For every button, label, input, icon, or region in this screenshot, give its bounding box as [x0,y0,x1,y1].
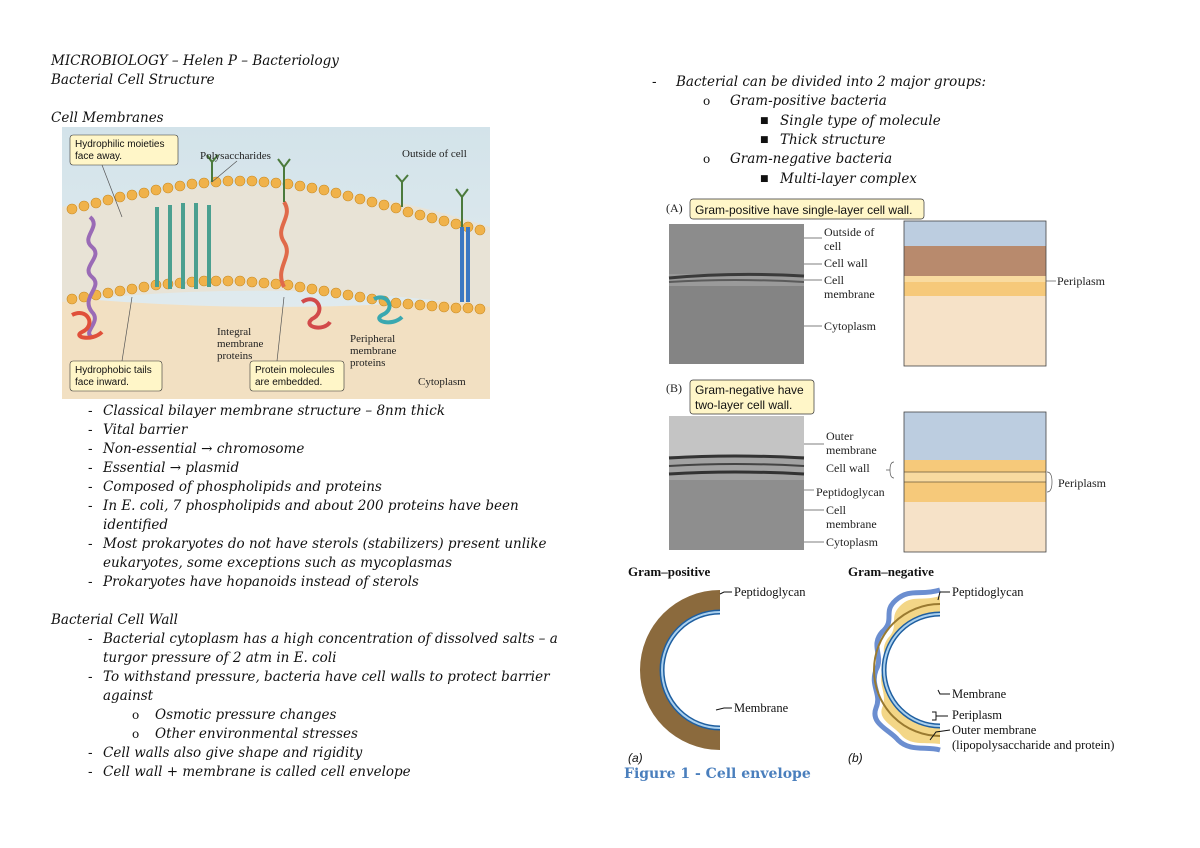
outside-of-cell-label: Outside of cell [402,148,467,160]
helix-protein-purple [86,215,98,339]
svg-text:face inward.: face inward. [75,377,129,388]
figure-a-tag: (A) [666,201,683,215]
list-item-continuation: identified [103,517,169,533]
gram-positive-wall [640,590,720,750]
svg-text:membrane: membrane [350,345,397,357]
list-item: Cell wall + membrane is called cell enve… [103,764,411,780]
gram-pos-membrane: Membrane [734,701,789,715]
svg-text:Hydrophobic tails: Hydrophobic tails [75,365,152,376]
label-peptidoglycan: Peptidoglycan [816,485,885,499]
sub-list-item: Osmotic pressure changes [155,707,337,723]
gram-negative-title: Gram–negative [848,564,934,579]
list-item-continuation: against [103,688,154,704]
label-box-hydrophobic: Hydrophobic tails face inward. [69,360,163,392]
label-cell-wall: Cell wall [826,461,870,475]
label-cell: Cell [826,503,847,517]
figure-b-gram-negative: (B) Gram-negative have two-layer cell wa… [666,379,1107,553]
panel-a-label: (a) [628,751,643,765]
list-item: Non-essential → chromosome [103,441,305,457]
cell-membrane-figure: Hydrophilic moieties face away. Polysacc… [62,127,490,399]
sub-list-item: Other environmental stresses [155,726,358,742]
hydrophilic-line-1: Hydrophilic moieties [75,139,164,150]
gram-negative-item: Gram-negative bacteria [730,151,893,167]
gram-pos-peptidoglycan: Peptidoglycan [734,585,806,599]
sub-list-item: Multi-layer complex [780,171,917,187]
list-item: In E. coli, 7 phospholipids and about 20… [103,498,519,514]
label-outer: Outer [826,429,853,443]
polysaccharides-label: Polysaccharides [200,150,271,162]
label-membrane: membrane [826,517,877,531]
peripheral-label: Peripheral membrane proteins [350,333,397,369]
label-cytoplasm: Cytoplasm [826,535,879,549]
helix-protein-blue [460,227,470,302]
gram-positive-item: Gram-positive bacteria [730,93,887,109]
figure-caption: Figure 1 - Cell envelope [624,766,811,782]
label-outer-membrane: membrane [826,443,877,457]
figure-b-tag: (B) [666,381,682,395]
list-item: Vital barrier [103,422,188,438]
panel-b-label: (b) [848,751,863,765]
list-item: Cell walls also give shape and rigidity [103,745,363,761]
list-item-continuation: eukaryotes, some exceptions such as myco… [103,555,453,571]
svg-text:Integral: Integral [217,326,251,338]
svg-text:Protein molecules: Protein molecules [255,365,334,376]
upper-heads [66,175,486,236]
figure-b-banner-2: two-layer cell wall. [695,398,792,412]
label-membrane: membrane [824,287,875,301]
figure-a-periplasm: Periplasm [1057,274,1106,288]
svg-text:membrane: membrane [217,338,264,350]
gram-neg-periplasm: Periplasm [952,708,1002,722]
label-box-hydrophilic: Hydrophilic moieties face away. [69,134,179,166]
list-item: Essential → plasmid [103,460,240,476]
gram-neg-membrane: Membrane [952,687,1007,701]
label-outside-of: Outside of [824,225,874,239]
gram-negative-outer [871,587,941,753]
svg-text:Peripheral: Peripheral [350,333,395,345]
figure-b-banner-1: Gram-negative have [695,383,804,397]
svg-text:proteins: proteins [350,357,385,369]
list-item-continuation: turgor pressure of 2 atm in E. coli [103,650,337,666]
gram-positive-title: Gram–positive [628,564,711,579]
list-item: To withstand pressure, bacteria have cel… [103,669,550,685]
hydrophilic-line-2: face away. [75,151,122,162]
sub-list-item: Single type of molecule [780,113,941,129]
list-item: Bacterial cytoplasm has a high concentra… [103,631,558,647]
figure-a-gram-positive: (A) Gram-positive have single-layer cell… [666,198,1106,367]
integral-label: Integral membrane proteins [217,326,264,362]
gram-neg-lps: (lipopolysaccharide and protein) [952,738,1114,752]
list-item: Classical bilayer membrane structure – 8… [103,403,445,419]
label-cell: cell [824,239,842,253]
gram-neg-outer-membrane: Outer membrane [952,723,1037,737]
helix-protein-teal [155,203,211,289]
coil-protein-red [71,311,104,340]
label-box-embedded: Protein molecules are embedded. [249,360,345,392]
figure-gram-diagrams: Gram–positive Gram–negative Peptidoglyca… [628,564,1114,765]
svg-text:are embedded.: are embedded. [255,377,322,388]
doc-title: MICROBIOLOGY – Helen P – Bacteriology [51,53,339,69]
helix-protein-orange [279,200,289,288]
label-cell-wall: Cell wall [824,256,868,270]
list-item: Prokaryotes have hopanoids instead of st… [103,574,419,590]
peripheral-protein-cyan [373,295,404,325]
figure-b-periplasm: Periplasm [1058,476,1107,490]
membranes-heading: Cell Membranes [51,110,164,126]
label-cytoplasm: Cytoplasm [824,319,877,333]
svg-text:proteins: proteins [217,350,252,362]
label-cell-2: Cell [824,273,845,287]
list-item: Composed of phospholipids and proteins [103,479,382,495]
doc-subtitle: Bacterial Cell Structure [51,72,215,88]
cytoplasm-label: Cytoplasm [418,376,466,388]
gram-neg-peptidoglycan: Peptidoglycan [952,585,1024,599]
peripheral-protein-red [300,297,332,330]
list-item: Most prokaryotes do not have sterols (st… [103,536,547,552]
groups-intro: Bacterial can be divided into 2 major gr… [676,74,987,90]
cell-wall-heading: Bacterial Cell Wall [51,612,179,628]
lower-heads [66,275,486,315]
figure-a-banner: Gram-positive have single-layer cell wal… [695,203,912,217]
sub-list-item: Thick structure [780,132,886,148]
